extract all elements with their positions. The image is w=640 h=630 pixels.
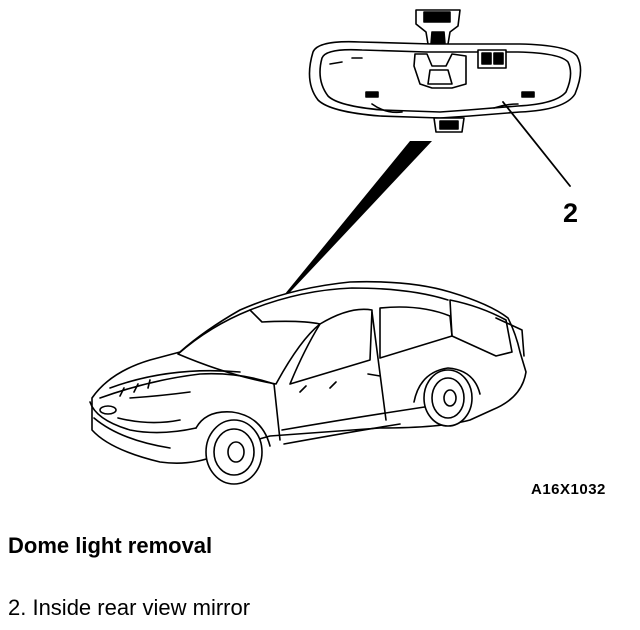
caption-item: 2. Inside rear view mirror	[8, 595, 251, 620]
caption-title: Dome light removal	[8, 533, 213, 558]
callout-label: 2	[563, 198, 579, 228]
callout-leader-line	[502, 101, 571, 187]
rear-view-mirror	[308, 9, 582, 133]
figure-code: A16X1032	[531, 481, 606, 498]
car-illustration	[89, 280, 527, 485]
illustration	[89, 9, 582, 485]
pointer-wedge	[262, 141, 432, 322]
